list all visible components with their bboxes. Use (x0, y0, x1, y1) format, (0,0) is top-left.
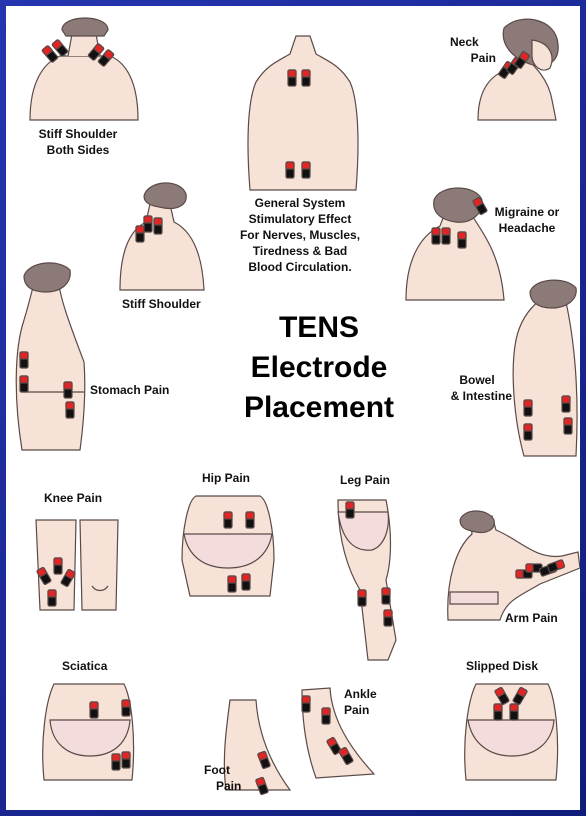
electrode (122, 700, 130, 716)
electrode (524, 424, 532, 440)
electrode (510, 704, 518, 720)
electrode (48, 590, 56, 606)
label-sciatica: Sciatica (62, 658, 107, 674)
label-arm-pain: Arm Pain (505, 610, 558, 626)
electrode (66, 402, 74, 418)
label-stomach-pain: Stomach Pain (90, 382, 169, 398)
electrode (136, 226, 144, 242)
electrode (90, 702, 98, 718)
chart-title: TENS Electrode Placement (204, 308, 434, 428)
electrode (54, 558, 62, 574)
electrode (302, 162, 310, 178)
label-knee-pain: Knee Pain (44, 490, 102, 506)
electrode (346, 502, 354, 518)
electrode (224, 512, 232, 528)
electrode (494, 704, 502, 720)
electrode (288, 70, 296, 86)
figure-shoulder-right (120, 183, 204, 290)
title-line-3: Placement (204, 388, 434, 428)
label-hip-pain: Hip Pain (202, 470, 250, 486)
electrode (144, 216, 152, 232)
title-line-1: TENS (204, 308, 434, 348)
electrode (20, 352, 28, 368)
electrode (112, 754, 120, 770)
electrode (358, 590, 366, 606)
label-slipped-disk: Slipped Disk (466, 658, 538, 674)
label-stiff-shoulder: Stiff Shoulder (122, 296, 201, 312)
figure-lower-back (465, 684, 558, 780)
electrode (246, 512, 254, 528)
figure-leg-side (338, 500, 396, 660)
electrode (286, 162, 294, 178)
electrode (228, 576, 236, 592)
electrode (564, 418, 572, 434)
electrode (562, 396, 570, 412)
electrode (122, 752, 130, 768)
electrode (154, 218, 162, 234)
electrode (302, 70, 310, 86)
electrode (382, 588, 390, 604)
electrode (524, 400, 532, 416)
electrode (20, 376, 28, 392)
electrode (458, 232, 466, 248)
electrode (432, 228, 440, 244)
title-line-2: Electrode (204, 348, 434, 388)
electrode (302, 696, 310, 712)
electrode (322, 708, 330, 724)
label-leg-pain: Leg Pain (340, 472, 390, 488)
figure-shoulders-back (30, 18, 138, 120)
electrode (64, 382, 72, 398)
label-bowel: Bowel& Intestine (428, 372, 512, 404)
electrode (384, 610, 392, 626)
electrode (442, 228, 450, 244)
electrode (242, 574, 250, 590)
